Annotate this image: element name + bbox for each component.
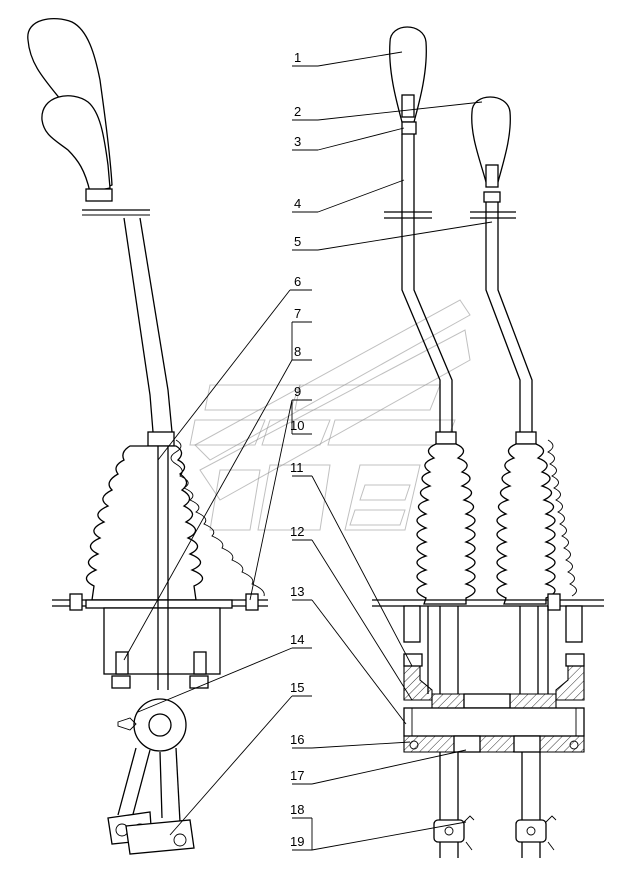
front-view: [372, 26, 604, 858]
callout-2: 2: [294, 104, 301, 119]
callout-5: 5: [294, 234, 301, 249]
side-view: [27, 18, 268, 855]
cross-shaft: [403, 707, 585, 737]
left-bellows: [85, 445, 204, 601]
callout-19: 19: [290, 834, 304, 849]
callout-18: 18: [290, 802, 304, 817]
bellows-2: [496, 443, 556, 605]
callout-leaders: [123, 51, 493, 851]
right-spring: [547, 439, 577, 597]
callout-16: 16: [290, 732, 304, 747]
callout-11: 11: [290, 460, 304, 475]
knob-collar: [85, 188, 113, 202]
callout-15: 15: [290, 680, 304, 695]
callout-14: 14: [290, 632, 304, 647]
callout-9: 9: [294, 384, 301, 399]
knob-2: [471, 96, 511, 183]
callout-labels: 1 2 3 4 5 6 7 8 9 10 11 12 13 14 15 16 1…: [290, 50, 304, 849]
lower-lever-knob: [41, 95, 111, 193]
callout-8: 8: [294, 344, 301, 359]
callout-7: 7: [294, 306, 301, 321]
callout-13: 13: [290, 584, 304, 599]
callout-1: 1: [294, 50, 301, 65]
clevis-2: [515, 819, 547, 843]
callout-3: 3: [294, 134, 301, 149]
bellows-1: [416, 443, 476, 605]
callout-17: 17: [290, 768, 304, 783]
callout-4: 4: [294, 196, 301, 211]
callout-12: 12: [290, 524, 304, 539]
callout-6: 6: [294, 274, 301, 289]
knob-1: [389, 26, 427, 123]
clevis-1: [433, 819, 465, 843]
callout-10: 10: [290, 418, 304, 433]
left-spring: [170, 439, 265, 597]
rail-logo-icon: [189, 299, 471, 531]
